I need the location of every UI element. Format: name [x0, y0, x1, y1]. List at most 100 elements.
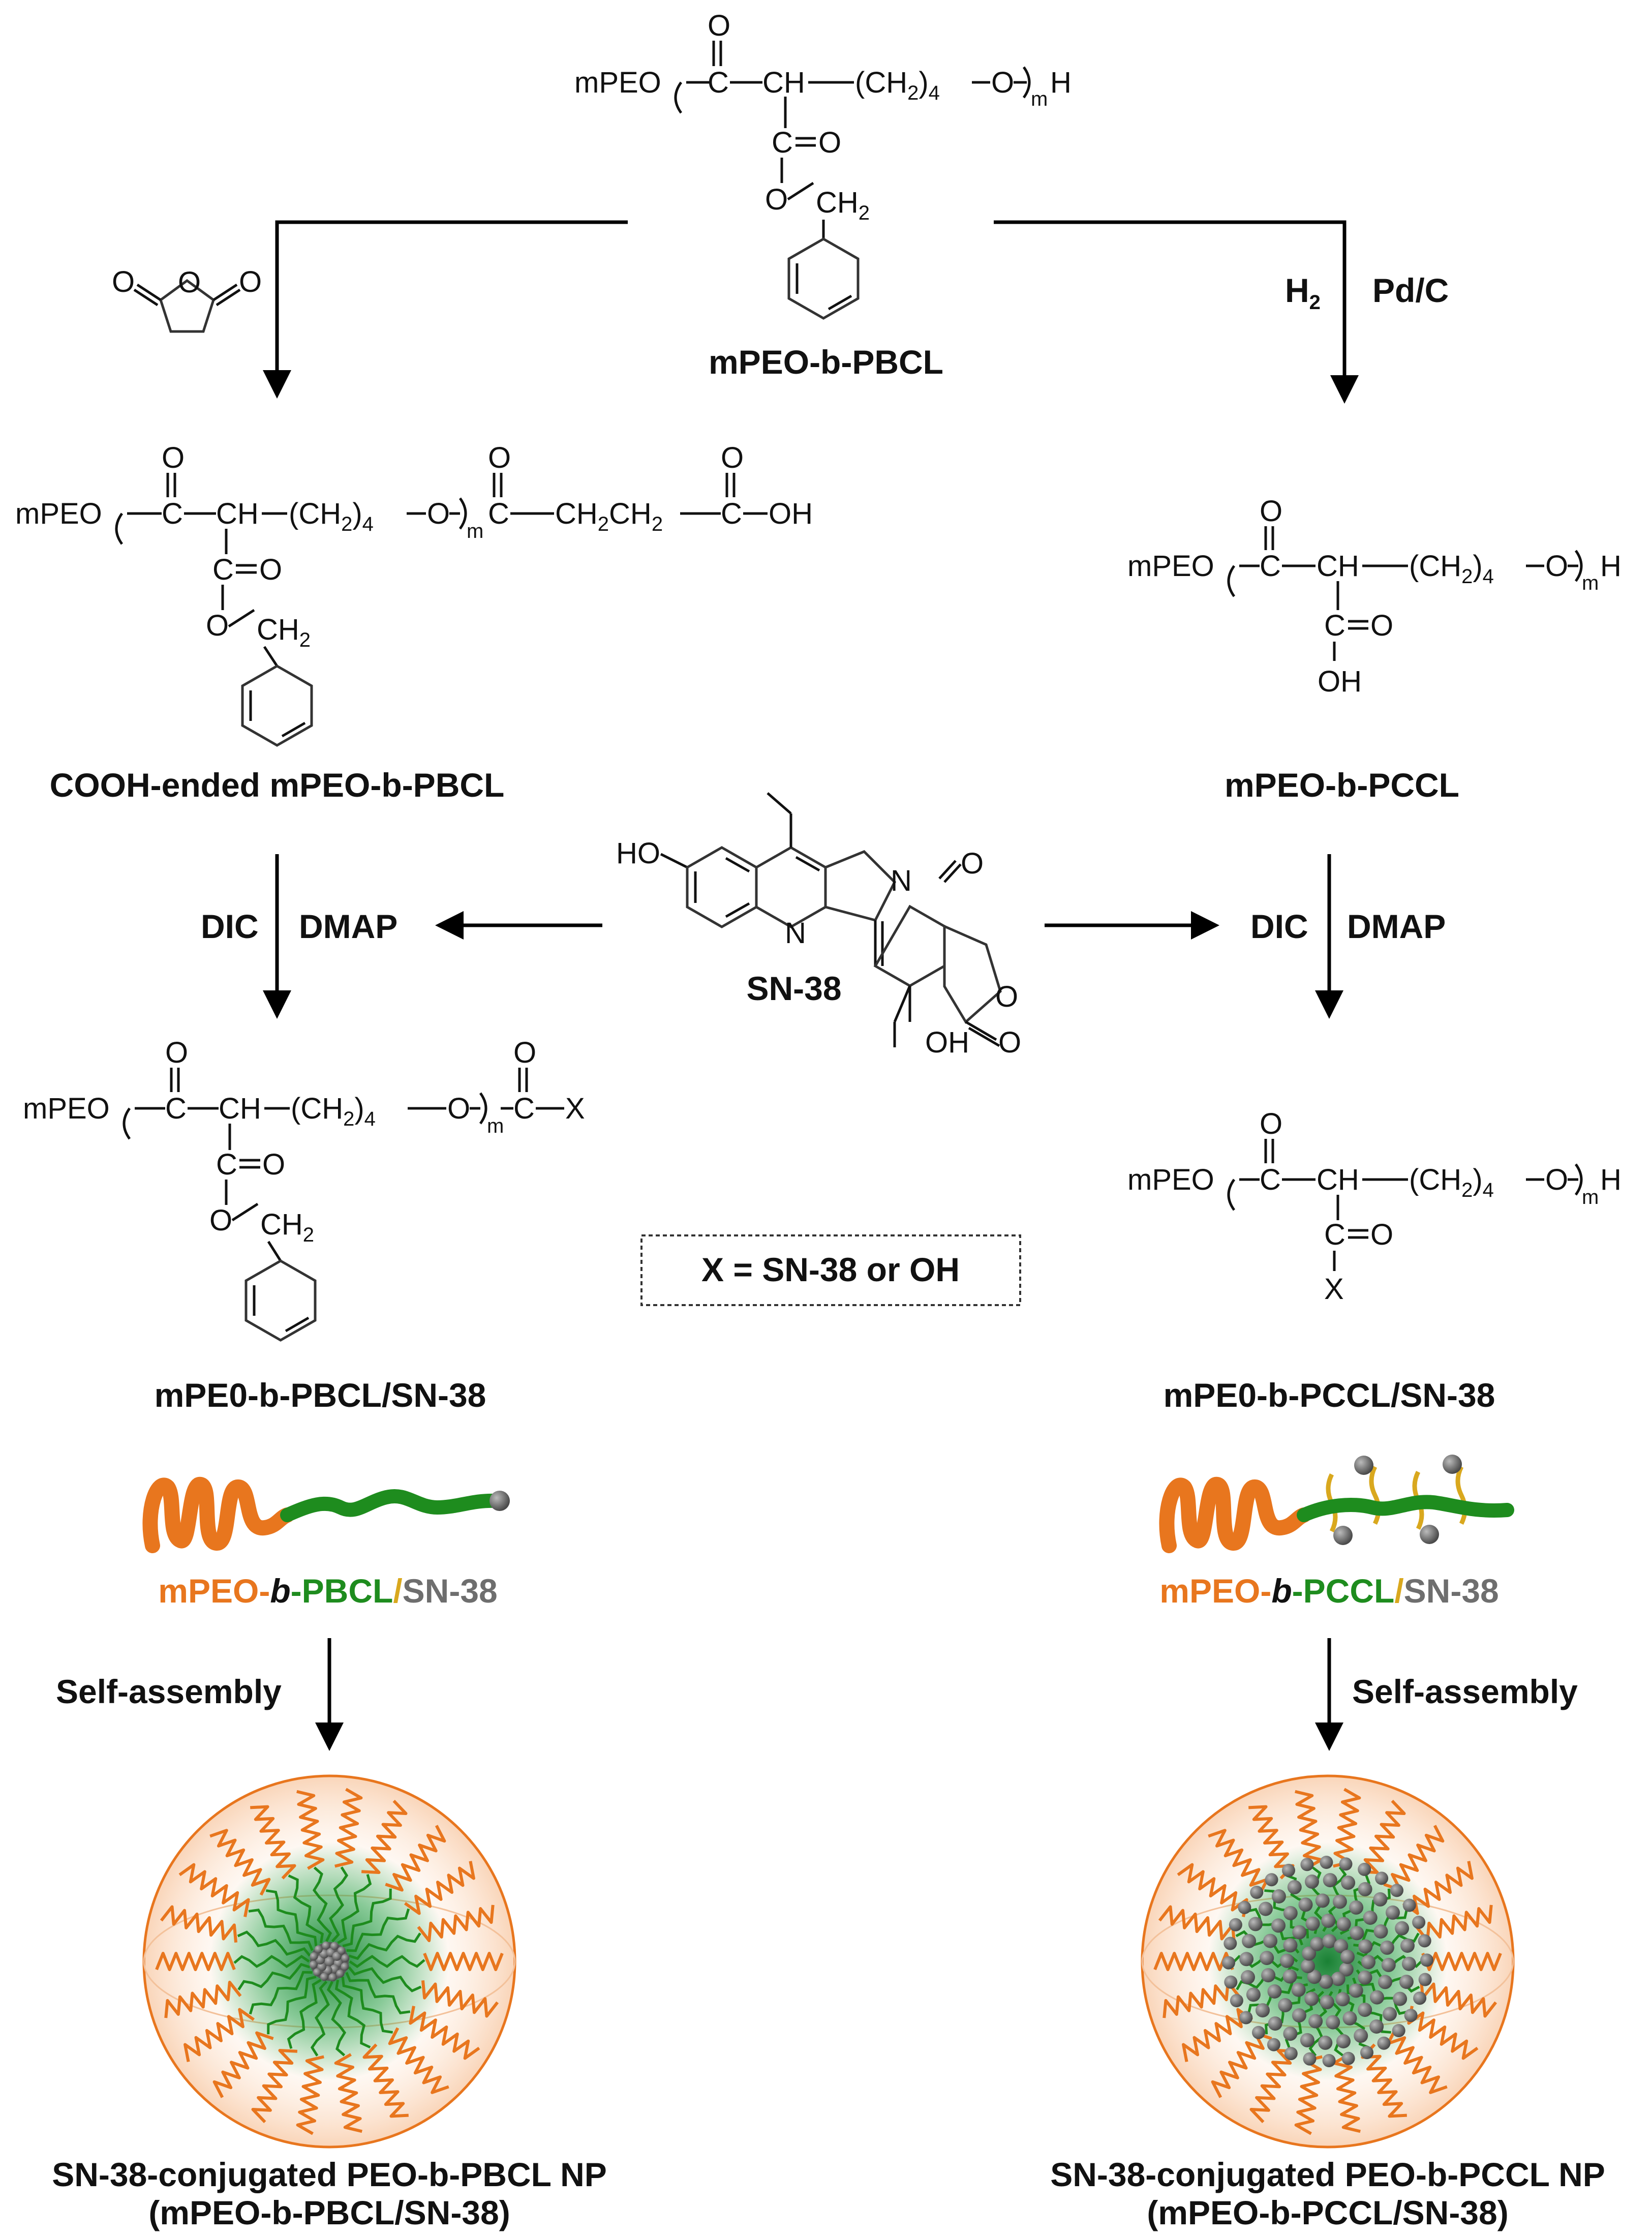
- svg-text:(CH2)4: (CH2)4: [291, 1092, 376, 1130]
- label-mpeo-b-pccl: mPEO-b-PCCL: [1225, 766, 1459, 804]
- arrow-to-cooh-ended: [263, 220, 628, 399]
- svg-text:O: O: [1260, 1107, 1282, 1140]
- svg-text:CH: CH: [1317, 1163, 1359, 1196]
- shell-chain: [1415, 1905, 1493, 1943]
- label-left-product: mPE0-b-PBCL/SN-38: [155, 1376, 486, 1414]
- left-nanoparticle: [142, 1774, 516, 2149]
- shell-chain: [1386, 2027, 1448, 2094]
- drug-bead: [313, 1968, 322, 1977]
- svg-text:(CH2)4: (CH2)4: [1409, 550, 1494, 588]
- shell-chain: [409, 2006, 480, 2060]
- drug-bead: [309, 1960, 318, 1969]
- drug-bead: [1282, 1863, 1295, 1877]
- drug-bead: [1418, 1934, 1431, 1948]
- drug-bead: [317, 1962, 327, 1972]
- core-chain: [342, 1888, 392, 1948]
- top-ch2-4: (CH2)4: [855, 66, 940, 104]
- top-o4: O: [765, 183, 788, 216]
- drug-bead: [1239, 1952, 1254, 1967]
- drug-bead: [1339, 1857, 1353, 1871]
- svg-text:(CH2)4: (CH2)4: [1409, 1163, 1494, 1201]
- top-m: m: [1031, 88, 1048, 110]
- svg-text:m: m: [1582, 572, 1599, 594]
- drug-bead: [1242, 1933, 1257, 1948]
- drug-bead: [1246, 1987, 1261, 2002]
- drug-bead: [1267, 1984, 1282, 1999]
- shell-chain: [1333, 1788, 1361, 1868]
- shell-chain: [1249, 2049, 1296, 2123]
- drug-bead: [1321, 1914, 1336, 1928]
- svg-text:O: O: [427, 497, 450, 530]
- svg-text:O: O: [995, 980, 1018, 1013]
- drug-bead: [1373, 1892, 1388, 1907]
- core-chain: [237, 1930, 311, 1957]
- drug-bead: [1381, 1957, 1396, 1972]
- label-mpeo-b-pbcl: mPEO-b-PBCL: [709, 343, 943, 381]
- core-chain: [267, 1975, 317, 2035]
- cooh-ended-structure: mPEO C O CH (CH2)4 O m C O CH2CH2 C O OH…: [15, 441, 813, 747]
- left-product-structure: mPEO C O CH (CH2)4 O m C O X C O O CH2: [23, 1036, 585, 1342]
- drug-bead: [1354, 2029, 1368, 2043]
- drug-bead: [1390, 1884, 1403, 1897]
- drug-bead: [1340, 1949, 1355, 1964]
- drug-bead: [1341, 2051, 1355, 2065]
- drug-bead: [1283, 1906, 1298, 1920]
- svg-text:CH2CH2: CH2CH2: [555, 497, 663, 535]
- shell-chain: [164, 1980, 242, 2018]
- drug-bead: [324, 1956, 334, 1967]
- svg-text:HO: HO: [616, 837, 660, 870]
- right-pccl-chain: [1297, 1495, 1514, 1522]
- reagent-self-assembly-right: Self-assembly: [1352, 1673, 1578, 1710]
- shell-chain: [1182, 2008, 1253, 2062]
- top-o2: O: [991, 66, 1014, 99]
- svg-text:C: C: [216, 1148, 237, 1181]
- drug-bead: [1323, 1873, 1337, 1888]
- shell-chain: [334, 2053, 362, 2133]
- core-chain: [348, 1966, 422, 1992]
- label-right-np-line2: (mPEO-b-PCCL/SN-38): [1147, 2194, 1508, 2231]
- drug-bead: [1392, 2024, 1405, 2037]
- succinic-anhydride-structure: O O O: [112, 265, 262, 333]
- shell-chain: [250, 1805, 296, 1880]
- drug-bead: [328, 1973, 337, 1982]
- svg-text:O: O: [262, 1148, 285, 1181]
- svg-text:O: O: [1370, 609, 1393, 642]
- x-definition-box: [640, 1234, 1021, 1306]
- left-shell-chains: [155, 1788, 504, 2135]
- top-h: H: [1050, 66, 1072, 99]
- svg-text:O: O: [178, 266, 201, 299]
- shell-chain: [1332, 2053, 1361, 2133]
- core-chain: [248, 1909, 314, 1951]
- core-chain: [334, 1979, 371, 2049]
- svg-text:O: O: [488, 441, 511, 474]
- svg-text:C: C: [212, 553, 234, 586]
- svg-text:CH: CH: [219, 1092, 261, 1125]
- svg-text:O: O: [998, 1026, 1021, 1059]
- drug-bead: [1292, 2008, 1306, 2023]
- drug-bead: [310, 1952, 318, 1960]
- drug-bead: [1358, 1862, 1371, 1876]
- drug-bead: [1307, 1970, 1322, 1984]
- sn38-structure: HO N N O O O OH: [616, 792, 1021, 1059]
- drug-bead: [1308, 2014, 1323, 2029]
- svg-text:O: O: [1545, 1163, 1568, 1196]
- svg-text:X: X: [565, 1092, 585, 1125]
- drug-bead: [1283, 1938, 1298, 1953]
- drug-bead: [322, 1941, 330, 1950]
- svg-text:m: m: [1582, 1186, 1599, 1208]
- drug-bead: [1256, 2003, 1270, 2018]
- shell-chain: [423, 1952, 504, 1971]
- svg-text:N: N: [891, 864, 912, 897]
- left-sn38-bead: [490, 1491, 510, 1511]
- right-peo-coil: [1159, 1477, 1311, 1553]
- drug-bead: [1284, 2047, 1298, 2061]
- svg-text:OH: OH: [769, 497, 813, 530]
- drug-bead: [1339, 1962, 1354, 1977]
- drug-bead: [1363, 1911, 1378, 1925]
- shell-chain: [1402, 1861, 1474, 1915]
- drug-bead: [1267, 2038, 1280, 2051]
- drug-bead: [330, 1964, 340, 1974]
- shell-chain: [1208, 1829, 1269, 1896]
- svg-text:OH: OH: [1318, 665, 1362, 698]
